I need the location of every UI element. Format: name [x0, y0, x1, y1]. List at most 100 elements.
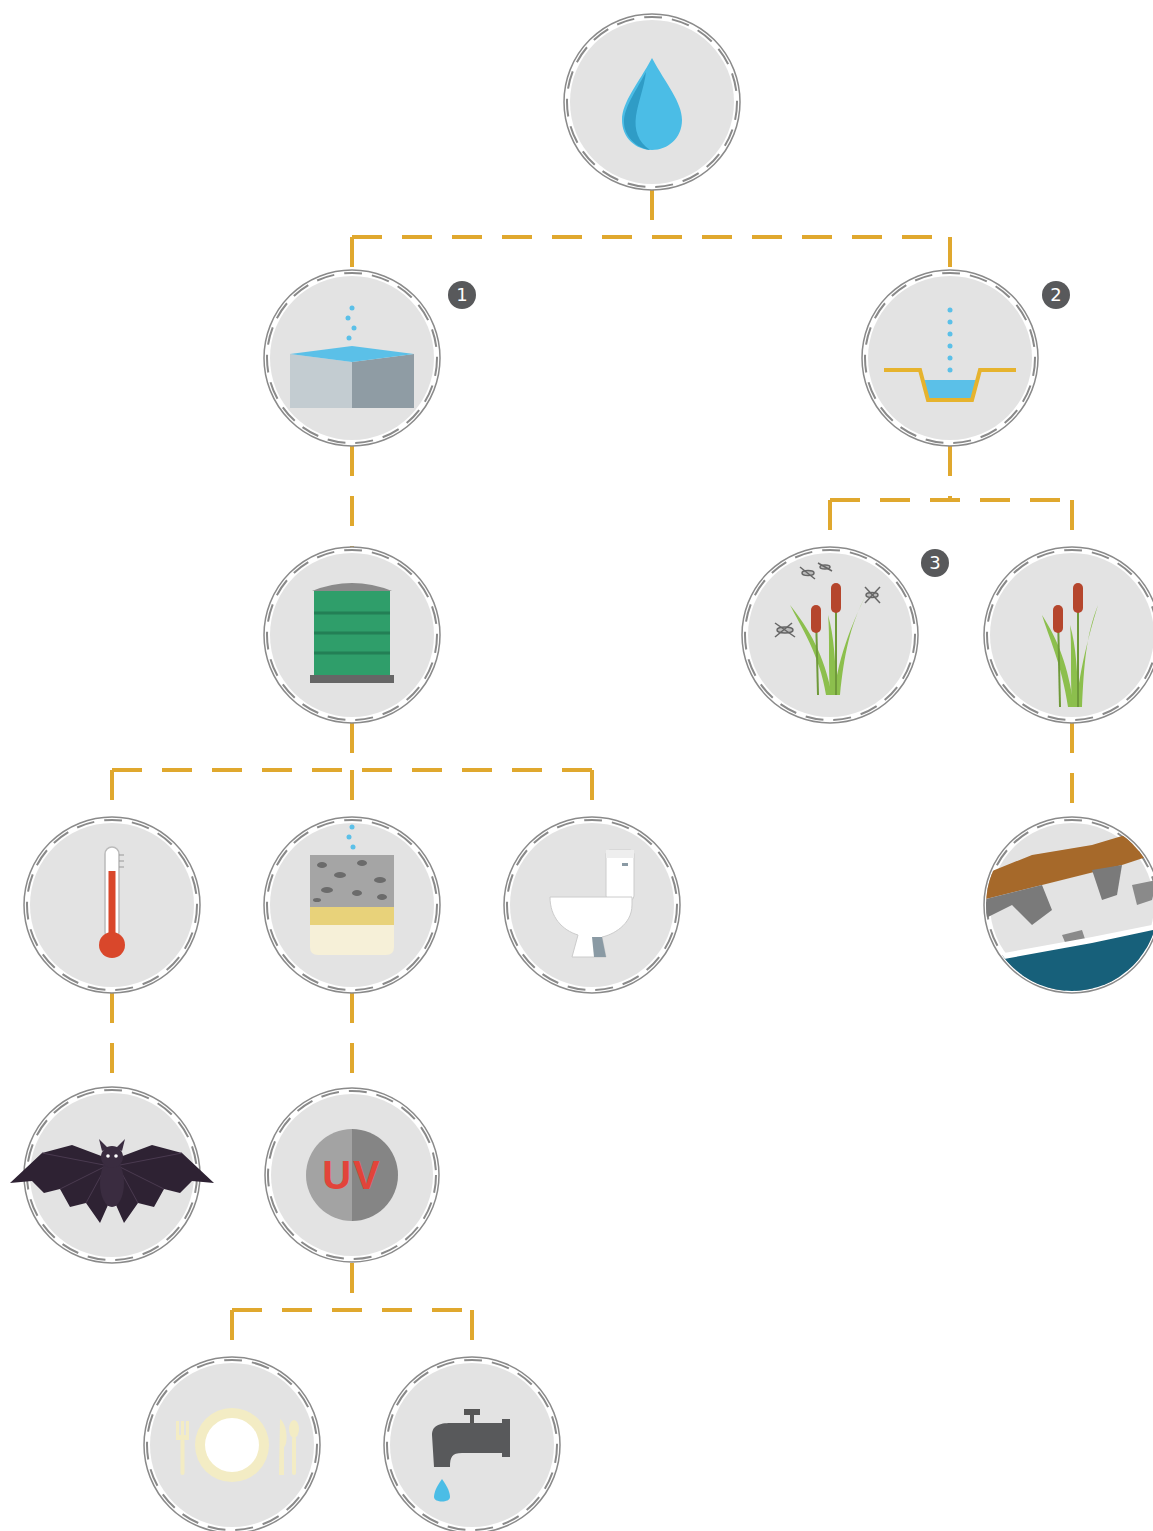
thermometer-icon-part-part	[119, 867, 124, 868]
rain-box-icon-part	[352, 354, 414, 408]
callout-number: 2	[1042, 281, 1070, 309]
plate-icon-part	[195, 1408, 269, 1482]
connector-lines-part	[112, 723, 592, 817]
bat-icon-part	[114, 1154, 118, 1158]
trench-icon-part-part	[948, 332, 953, 337]
rain-box-icon	[290, 306, 414, 409]
bat-icon-part-part	[60, 1167, 104, 1189]
plate-icon-part-part	[292, 1437, 296, 1475]
cattail-mosquito-icon-part-part	[865, 587, 880, 603]
sand-filter-icon-part-part	[334, 872, 346, 878]
toilet-icon	[550, 850, 634, 957]
plate-icon-part	[205, 1418, 259, 1472]
water-drop-icon	[622, 58, 682, 150]
cattail-icon-part	[1053, 605, 1063, 633]
trench-icon-part-part	[948, 344, 953, 349]
water-drop-icon-part	[624, 72, 650, 150]
bat-icon-part	[106, 1154, 110, 1158]
plate-icon	[176, 1408, 299, 1482]
cattail-mosquito-icon-part-part	[818, 563, 832, 571]
bat-icon-part	[99, 1139, 125, 1151]
cattail-icon-part	[1042, 605, 1098, 707]
trench-icon	[884, 308, 1016, 401]
cattail-icon-part	[1073, 583, 1083, 613]
sand-filter-icon-part-part	[351, 845, 356, 850]
circle-discs-part	[862, 270, 1038, 446]
water-tank-icon-part-part	[314, 652, 390, 655]
cattail-mosquito-icon-part-part	[800, 567, 815, 579]
cattail-mosquito-icon-part-part	[828, 615, 836, 695]
rain-box-icon-part-part	[352, 326, 357, 331]
cattail-mosquito-icon	[775, 563, 880, 695]
sand-filter-icon-part-part	[321, 887, 333, 893]
sand-filter-icon-part-part	[317, 862, 327, 868]
connector-lines-part	[232, 1263, 472, 1357]
sand-filter-icon-part-part	[347, 835, 352, 840]
thermometer-icon-part-part	[119, 861, 124, 862]
toilet-icon-part	[592, 937, 606, 957]
sand-filter-icon-part-part	[377, 894, 387, 900]
cattail-mosquito-icon-part-part	[865, 587, 880, 603]
cattail-mosquito-icon-part-part	[790, 605, 832, 695]
sand-filter-icon-part-part	[357, 860, 367, 866]
bat-icon-part-part	[42, 1153, 104, 1165]
sand-filter-icon-part	[310, 907, 394, 925]
trench-icon-part-part	[948, 308, 953, 313]
sand-filter-icon-part	[310, 925, 394, 955]
circle-discs-part	[144, 1357, 320, 1531]
water-tank-icon-part	[312, 583, 392, 591]
cave-cliff-icon-part-part	[982, 922, 1153, 963]
plate-icon-part-part	[176, 1421, 179, 1437]
connector-lines-part	[350, 993, 354, 1087]
trench-icon-part	[922, 380, 978, 398]
cattail-icon	[1042, 583, 1098, 707]
sand-filter-icon-part-part	[374, 877, 386, 883]
connector-lines-part	[110, 993, 114, 1087]
sand-filter-icon-part-part	[352, 890, 362, 896]
plate-icon-part	[176, 1419, 299, 1475]
rain-box-icon-part-part	[346, 316, 351, 321]
cattail-mosquito-icon-part	[790, 595, 866, 695]
circle-discs-part	[264, 817, 440, 993]
cave-cliff-icon-part-part	[1092, 865, 1122, 900]
thermometer-icon-part-part	[119, 855, 124, 856]
circle-discs-part	[984, 547, 1153, 723]
cave-cliff-icon	[982, 825, 1153, 1000]
cave-cliff-icon-part-part	[982, 885, 1052, 925]
bat-icon-part-part	[120, 1153, 182, 1165]
sand-filter-icon-part	[347, 825, 356, 850]
plate-icon-part-part	[289, 1420, 299, 1438]
cattail-mosquito-icon-part-part	[775, 623, 792, 637]
thermometer-icon-part	[105, 847, 119, 939]
plate-icon-part-part	[279, 1419, 287, 1475]
connector-lines-part	[350, 446, 354, 547]
cattail-mosquito-icon-part-part	[775, 623, 795, 637]
water-tank-icon	[310, 583, 394, 683]
trench-icon-part	[884, 370, 1016, 400]
circle-discs-part	[564, 14, 740, 190]
tap-icon-part	[470, 1415, 474, 1423]
plate-icon-part-part	[181, 1439, 185, 1475]
toilet-icon-part	[622, 863, 628, 866]
rain-box-icon-part	[346, 306, 357, 341]
trench-icon-part	[948, 308, 953, 373]
tap-icon-part	[502, 1419, 510, 1457]
bat-icon-part	[10, 1145, 214, 1223]
circle-discs-part	[264, 547, 440, 723]
water-tank-icon-part	[314, 591, 390, 675]
bat-icon-part-part	[120, 1167, 164, 1189]
sand-filter-icon	[310, 825, 394, 956]
connector-lines	[112, 190, 1072, 1357]
cattail-icon-part-part	[1070, 625, 1078, 707]
toilet-icon-part	[606, 850, 634, 900]
cave-cliff-icon-part-part	[982, 925, 1153, 1000]
uv-lamp-node: UV	[264, 1087, 440, 1263]
sand-filter-icon-part-part	[313, 898, 321, 902]
trench-icon-part-part	[948, 368, 953, 373]
connector-lines-part	[1070, 723, 1074, 817]
thermometer-icon-part	[99, 932, 125, 958]
circle-discs-part	[24, 817, 200, 993]
node-text: UV	[264, 1087, 440, 1263]
trench-icon-part-part	[948, 356, 953, 361]
